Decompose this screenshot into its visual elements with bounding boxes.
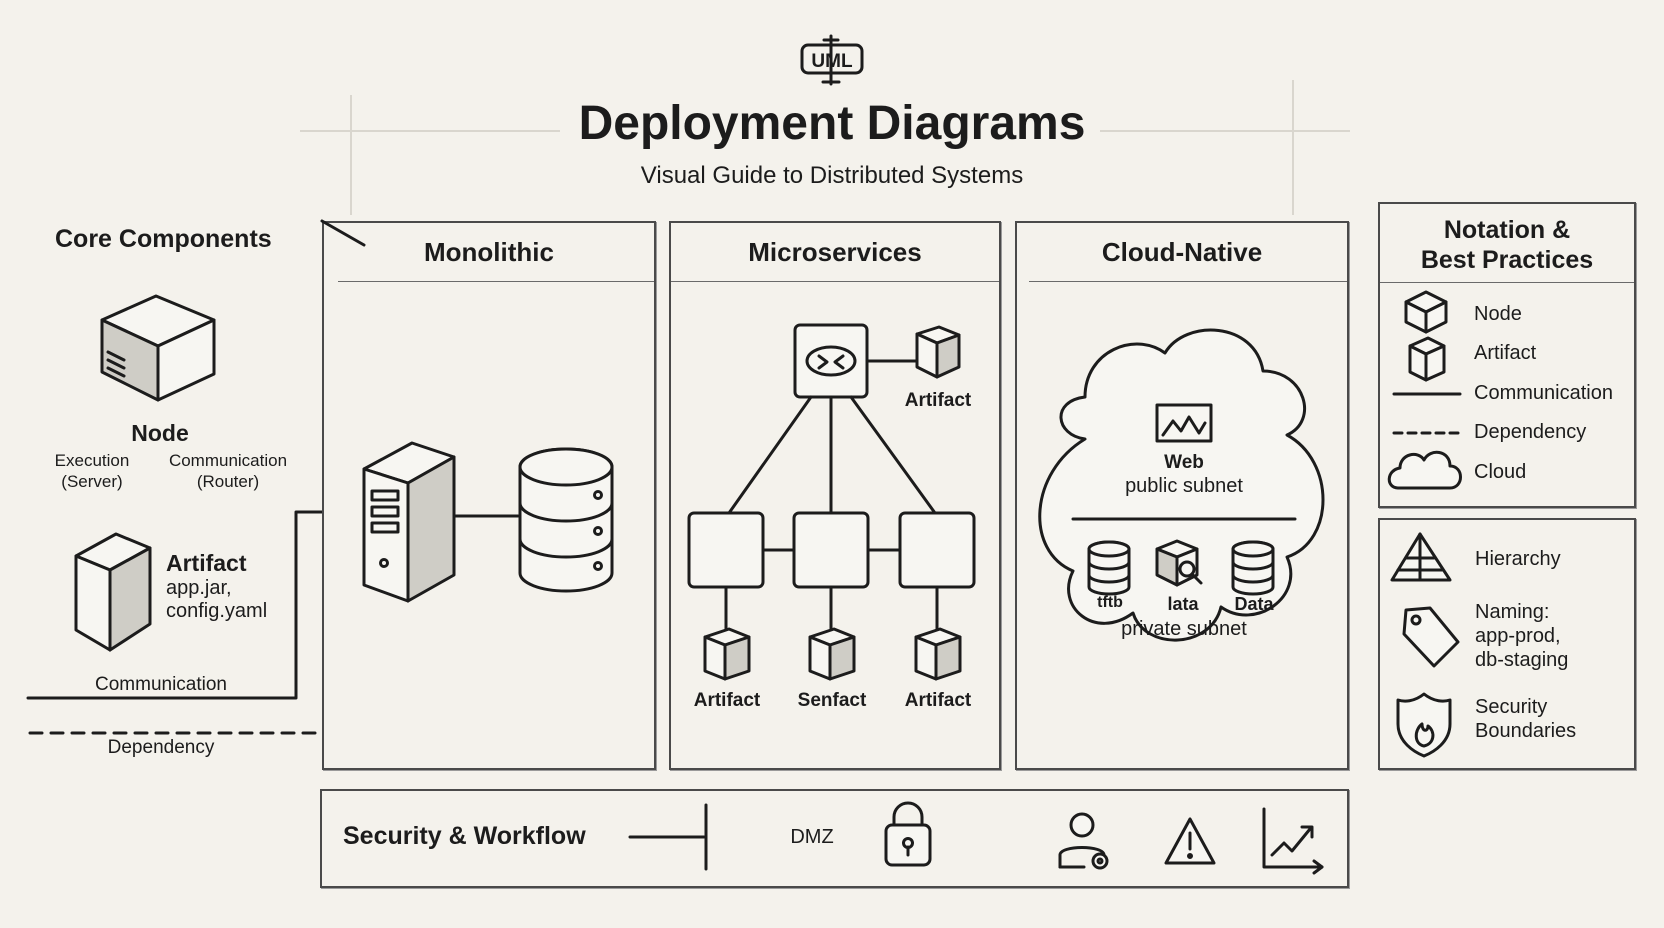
core-components-title: Core Components <box>55 225 272 253</box>
artifact-box-icon <box>74 532 152 652</box>
node-cube-icon <box>100 294 216 402</box>
monolithic-diagram <box>320 219 614 603</box>
execution-sub-label: (Server) <box>61 472 123 491</box>
communication-connector <box>26 510 324 735</box>
guide-line <box>300 130 560 132</box>
notation-item-node: Node <box>1474 303 1522 325</box>
bottom-artifact-label-1: Artifact <box>693 690 761 711</box>
notation-title-line-1: Notation & <box>1443 216 1571 244</box>
naming-label-2: app-prod, <box>1475 625 1561 647</box>
private-item-label-1: tftb <box>1097 594 1123 611</box>
dependency-line-label: Dependency <box>107 737 215 758</box>
private-subnet-label: private subnet <box>1121 618 1247 640</box>
divider <box>671 281 999 282</box>
communication-line-label: Communication <box>95 674 227 695</box>
artifact-line-1: app.jar, <box>166 577 232 599</box>
divider <box>338 281 654 282</box>
cloud-native-panel: Cloud-Native <box>1015 221 1349 770</box>
private-item-label-2: lata <box>1167 594 1199 614</box>
notation-icons <box>1387 290 1462 490</box>
microservices-title: Microservices <box>748 237 922 267</box>
hierarchy-label: Hierarchy <box>1475 548 1561 570</box>
notation-panel: Notation & Best Practices <box>1378 202 1636 508</box>
top-artifact-label: Artifact <box>904 390 972 411</box>
svg-text:UML: UML <box>811 51 853 72</box>
notation-item-artifact: Artifact <box>1474 342 1537 364</box>
naming-label-3: db-staging <box>1475 649 1569 671</box>
notation-item-communication: Communication <box>1474 382 1613 404</box>
page-subtitle: Visual Guide to Distributed Systems <box>640 162 1024 189</box>
bottom-artifact-label-2: Senfact <box>797 690 867 711</box>
execution-label: Execution <box>54 451 130 470</box>
microservices-panel: Microservices <box>669 221 1001 770</box>
cloud-native-diagram <box>1038 328 1325 642</box>
guide-line <box>1292 80 1294 215</box>
cloud-native-title: Cloud-Native <box>1101 237 1263 267</box>
artifact-title: Artifact <box>166 550 247 576</box>
security-workflow-title: Security & Workflow <box>343 822 586 850</box>
communication-router-sub-label: (Router) <box>196 472 260 491</box>
divider <box>1380 282 1634 283</box>
bottom-artifact-label-3: Artifact <box>904 690 972 711</box>
security-workflow-panel <box>320 789 1349 888</box>
security-label-1: Security <box>1475 696 1548 718</box>
monolithic-title: Monolithic <box>424 237 554 267</box>
public-subnet-label: public subnet <box>1125 475 1243 497</box>
communication-router-label: Communication <box>168 451 288 470</box>
microservices-diagram <box>687 323 976 681</box>
artifact-line-2: config.yaml <box>166 600 268 622</box>
practices-icons <box>1390 532 1460 758</box>
divider <box>1029 281 1347 282</box>
notation-item-cloud: Cloud <box>1474 461 1527 483</box>
best-practices-panel <box>1378 518 1636 770</box>
uml-logo-icon: UML <box>800 34 864 86</box>
monolithic-panel: Monolithic <box>322 221 656 770</box>
private-item-label-3: Data <box>1234 594 1274 614</box>
page-title: Deployment Diagrams <box>578 97 1086 150</box>
notation-title-line-2: Best Practices <box>1420 246 1594 274</box>
footer-icons <box>628 801 1324 875</box>
guide-line <box>1100 130 1350 132</box>
naming-label-1: Naming: <box>1475 601 1550 623</box>
guide-line <box>350 95 352 215</box>
node-label: Node <box>131 420 189 446</box>
security-label-2: Boundaries <box>1475 720 1577 742</box>
notation-item-dependency: Dependency <box>1474 421 1587 443</box>
web-label: Web <box>1164 452 1204 473</box>
dmz-label: DMZ <box>790 826 834 848</box>
